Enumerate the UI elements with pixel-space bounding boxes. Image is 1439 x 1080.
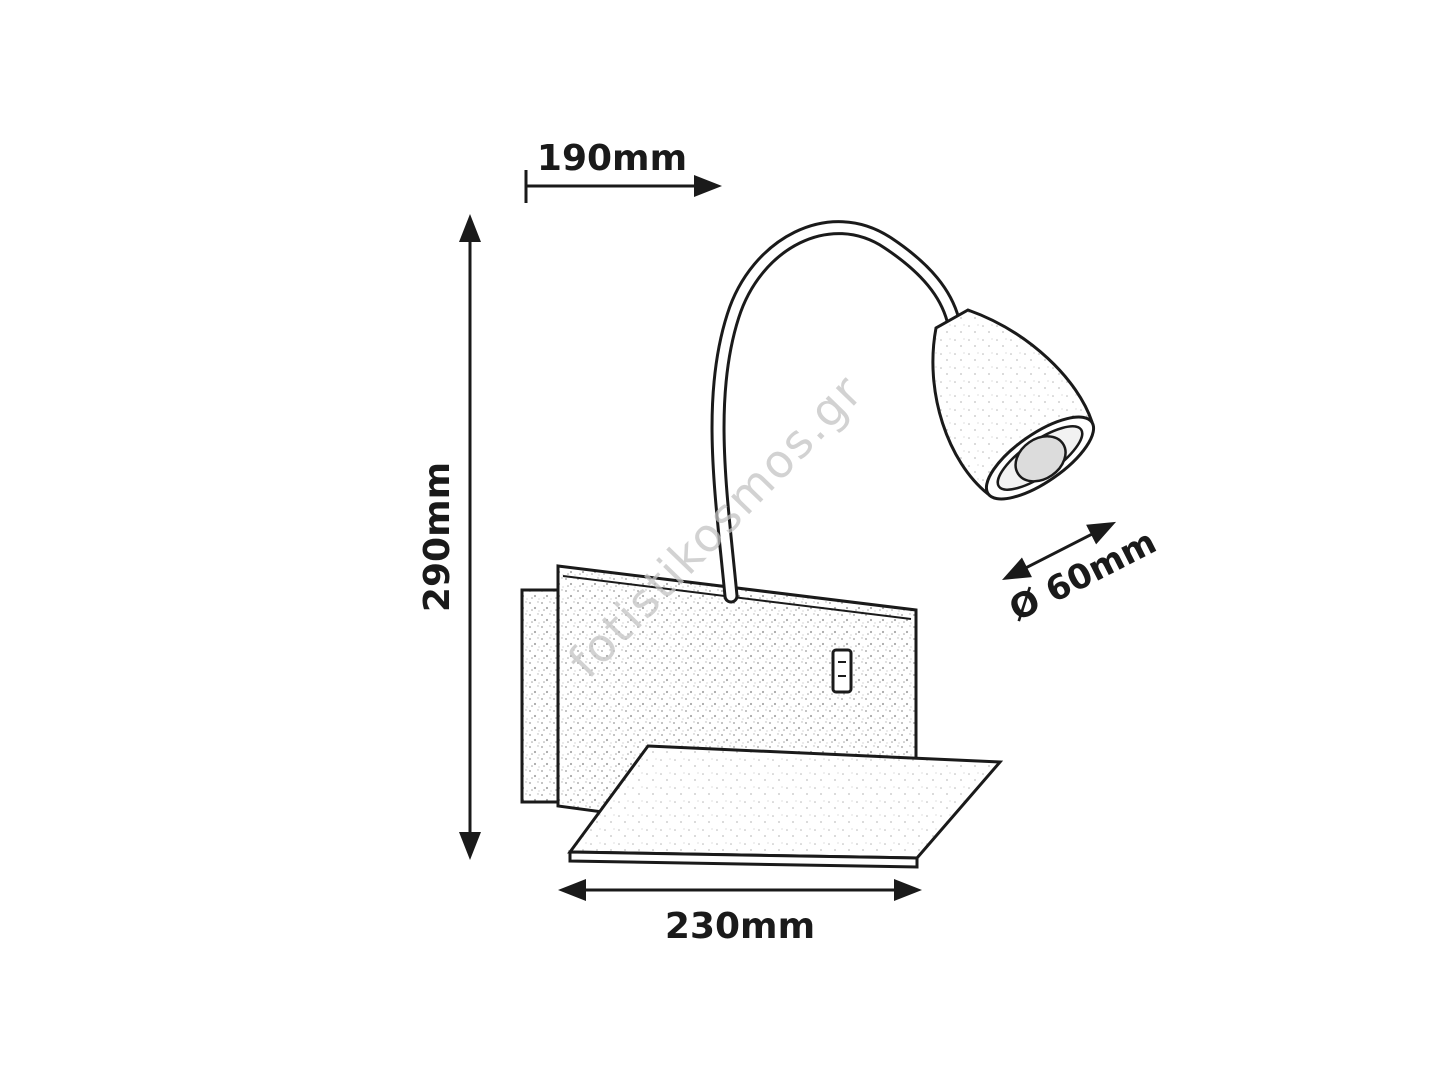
dimension-top-label: 190mm <box>537 138 687 179</box>
arrow-down-icon <box>459 832 481 860</box>
arrow-right-icon <box>694 175 722 197</box>
dimension-diameter-line <box>1019 529 1099 573</box>
arrow-diagonal-right-icon <box>1086 521 1117 545</box>
bulb <box>1014 435 1067 483</box>
gooseneck-arm <box>710 220 961 604</box>
usb-slot <box>831 648 853 694</box>
arrow-up-icon <box>459 214 481 242</box>
cone-shade <box>931 308 1096 501</box>
arrow-diagonal-left-icon <box>1002 557 1032 580</box>
dimension-shelf-label: 230mm <box>665 906 815 947</box>
dimension-height-label: 290mm <box>417 462 458 612</box>
gooseneck-inner <box>713 223 958 601</box>
dimension-shelf-width: 230mm <box>558 879 922 947</box>
lamp-drawing <box>520 220 1096 869</box>
arrow-right-icon <box>894 879 922 901</box>
dimension-top-width: 190mm <box>524 138 722 203</box>
arrow-left-icon <box>558 879 586 901</box>
shelf-front-edge <box>568 850 919 869</box>
shelf <box>567 744 1004 869</box>
dimension-height: 290mm <box>417 214 481 860</box>
dimension-head-diameter: Ø 60mm <box>1002 521 1163 630</box>
shelf-top <box>567 744 1004 860</box>
usb-port <box>831 648 853 694</box>
